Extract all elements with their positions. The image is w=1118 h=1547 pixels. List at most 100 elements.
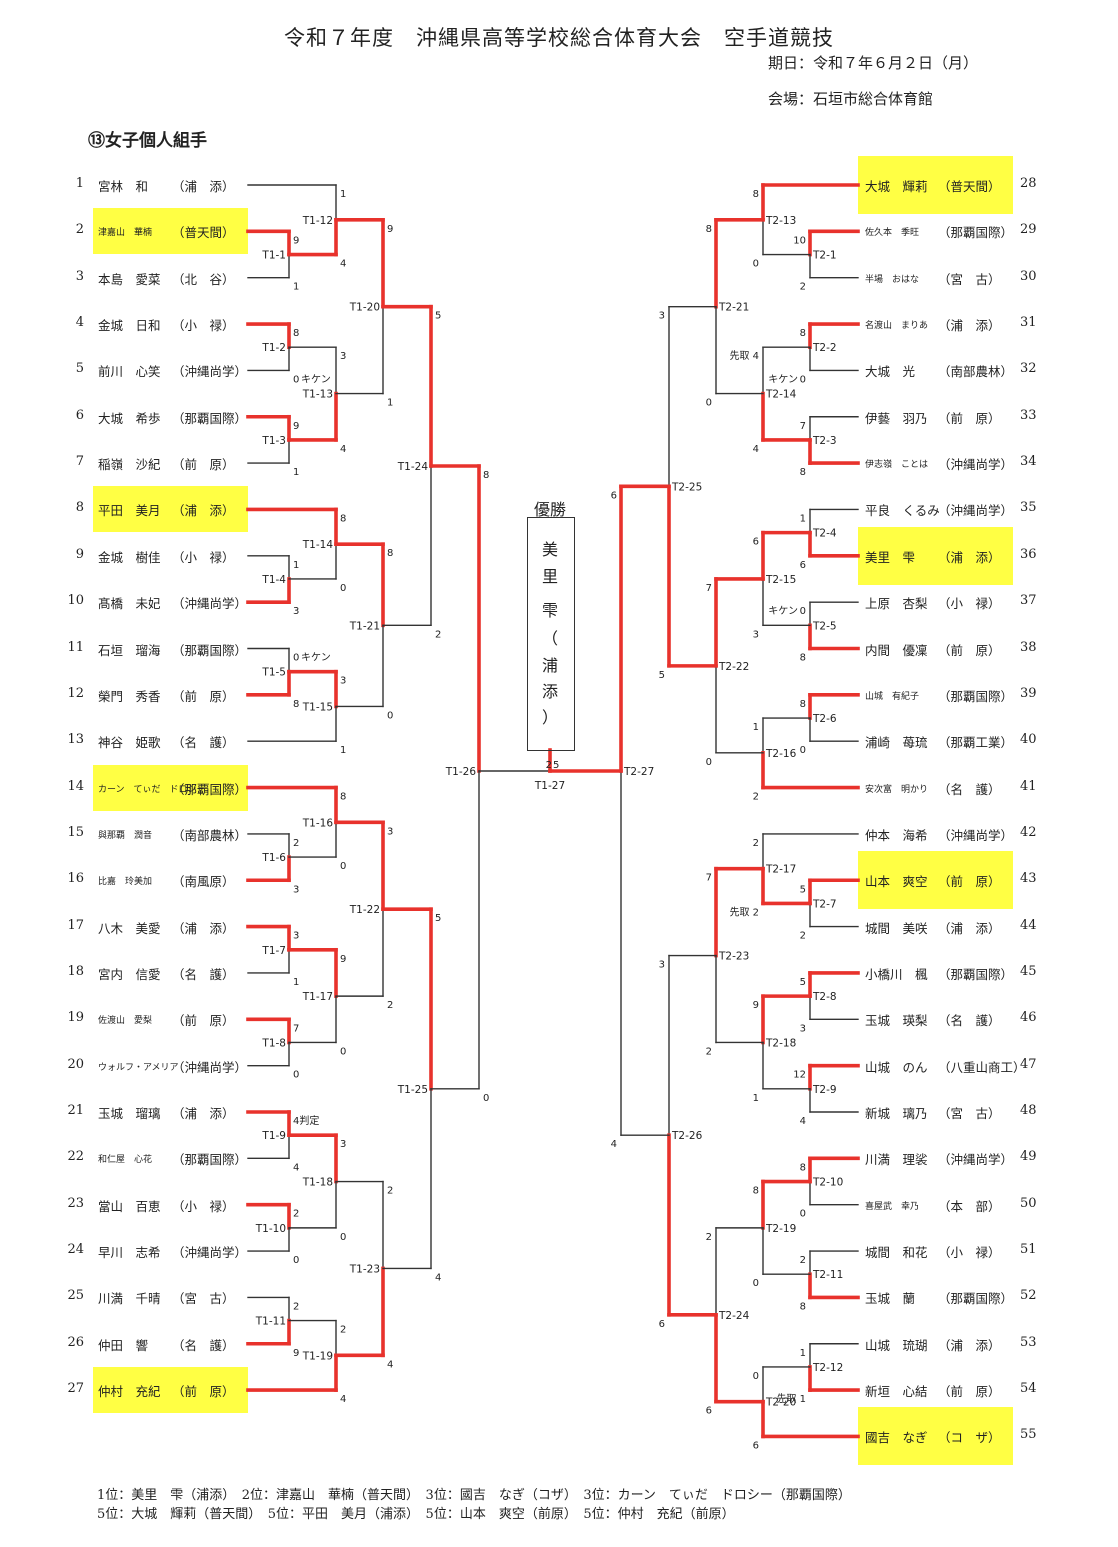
category-title: ⑬女子個人組手 [88, 131, 207, 151]
match-score: 1 [293, 977, 299, 988]
match-score: 8 [753, 189, 759, 200]
player-name: 當山 百恵 [98, 1198, 161, 1214]
player-number: 29 [1020, 222, 1037, 238]
player-number: 6 [75, 407, 84, 423]
player-school: （浦 添） [938, 549, 1001, 565]
match-score: 2 [800, 1255, 806, 1266]
player-name: 國吉 なぎ [865, 1430, 928, 1446]
match-score: 2 [753, 792, 759, 803]
match-score: 4 [435, 1272, 441, 1283]
player-number: 1 [75, 176, 84, 191]
player-school: （沖縄尚学） [172, 364, 248, 380]
match-score: 0 [293, 653, 299, 664]
match-score: 8 [293, 328, 299, 339]
match-label: T2-21 [718, 302, 749, 314]
player-school: （宮 古） [938, 271, 1001, 287]
player-number: 54 [1020, 1381, 1037, 1397]
player-school: （沖縄尚学） [938, 1152, 1014, 1168]
player-number: 49 [1020, 1149, 1037, 1165]
match-label: T2-26 [671, 1130, 703, 1142]
player-school: （南部農林） [938, 364, 1014, 380]
match-label: T2-27 [623, 766, 654, 778]
match-label: T2-24 [718, 1310, 750, 1322]
player-name: 川満 千晴 [98, 1291, 161, 1307]
player-name: 山本 爽空 [865, 874, 928, 890]
match-label: T1-25 [397, 1084, 428, 1096]
player-school: （南風原） [172, 874, 235, 890]
match-score: 0 [293, 1255, 299, 1266]
player-name: 仲本 海希 [865, 827, 928, 843]
match-score: 7 [800, 421, 806, 432]
player-school: （那覇国際） [172, 410, 248, 426]
player-number: 9 [75, 546, 84, 562]
player-number: 31 [1020, 315, 1037, 331]
results-line-1: 1位：美里 雫（浦添） 2位：津嘉山 華楠（普天間） 3位：國吉 なぎ（コザ） … [97, 1488, 851, 1503]
player-school: （名 護） [172, 1337, 235, 1353]
match-score: 5 [435, 913, 441, 924]
player-name: 上原 杏梨 [865, 596, 928, 612]
match-score: 2 [706, 1232, 712, 1243]
match-label: T1-20 [349, 302, 380, 314]
player-name: 早川 志希 [98, 1245, 161, 1261]
match-score: 0 [387, 710, 393, 721]
highlight-box [858, 526, 1013, 585]
match-score: 7 [706, 583, 712, 594]
match-score: 0 [340, 1046, 346, 1057]
match-score: 5 [800, 884, 806, 895]
match-label: T2-2 [812, 342, 837, 354]
player-number: 14 [67, 778, 84, 794]
match-label: T2-11 [812, 1269, 843, 1281]
match-score: 0 [340, 583, 346, 594]
match-score: 先取 4 [729, 350, 759, 362]
match-score: 4 [340, 444, 346, 455]
highlight-box [93, 486, 248, 533]
player-name: 山城 有紀子 [865, 691, 920, 702]
match-label: T2-20 [765, 1397, 796, 1409]
match-score: 2 [435, 629, 441, 640]
match-score: 5 [435, 311, 441, 322]
player-name: ウォルフ・アメリア [98, 1062, 179, 1073]
player-number: 3 [75, 268, 84, 284]
player-school: （小 禄） [172, 318, 235, 334]
match-label: T2-19 [765, 1223, 796, 1235]
match-score: 1 [753, 722, 759, 733]
match-score: 4 [340, 259, 346, 270]
player-name: 山城 のん [865, 1059, 928, 1075]
match-label: T1-19 [302, 1350, 333, 1362]
player-school: （那覇国際） [172, 1152, 248, 1168]
match-score: 1 [387, 398, 393, 409]
player-school: （浦 添） [938, 920, 1001, 936]
highlight-box [93, 764, 248, 811]
player-name: 名渡山 まりあ [865, 321, 929, 332]
match-score: 9 [340, 954, 346, 965]
player-school: （普天間） [172, 225, 235, 241]
player-number: 11 [67, 639, 84, 655]
match-score: 3 [340, 676, 346, 687]
match-score: 8 [340, 792, 346, 803]
match-score: 0 [800, 606, 806, 617]
player-number: 41 [1020, 778, 1037, 794]
player-name: 半場 おはな [865, 274, 920, 285]
player-number: 42 [1020, 824, 1037, 840]
champion-char: 里 [541, 567, 558, 586]
player-name: 平良 くるみ [865, 503, 940, 519]
player-number: 4 [75, 315, 84, 331]
match-label: T2-16 [765, 748, 797, 760]
match-label: T1-16 [302, 817, 334, 829]
final-score: 5 [553, 760, 559, 771]
player-name: 與那覇 潤音 [98, 830, 153, 841]
match-score: 4 [800, 1116, 806, 1127]
player-school: （小 禄） [172, 1198, 235, 1214]
match-score: 3 [659, 311, 665, 322]
player-name: 八木 美愛 [98, 920, 161, 936]
match-score: 0 [340, 861, 346, 872]
final-match-label: T1-27 [534, 780, 565, 792]
match-score: 2 [293, 838, 299, 849]
results-line-2: 5位：大城 輝莉（普天間） 5位：平田 美月（浦添） 5位：山本 爽空（前原） … [97, 1507, 735, 1522]
player-school: （那覇国際） [938, 1291, 1014, 1307]
match-score: 6 [611, 490, 617, 501]
player-school: （沖縄尚学） [172, 1059, 248, 1075]
player-school: （浦 添） [172, 179, 235, 194]
highlight-box [858, 851, 1013, 910]
